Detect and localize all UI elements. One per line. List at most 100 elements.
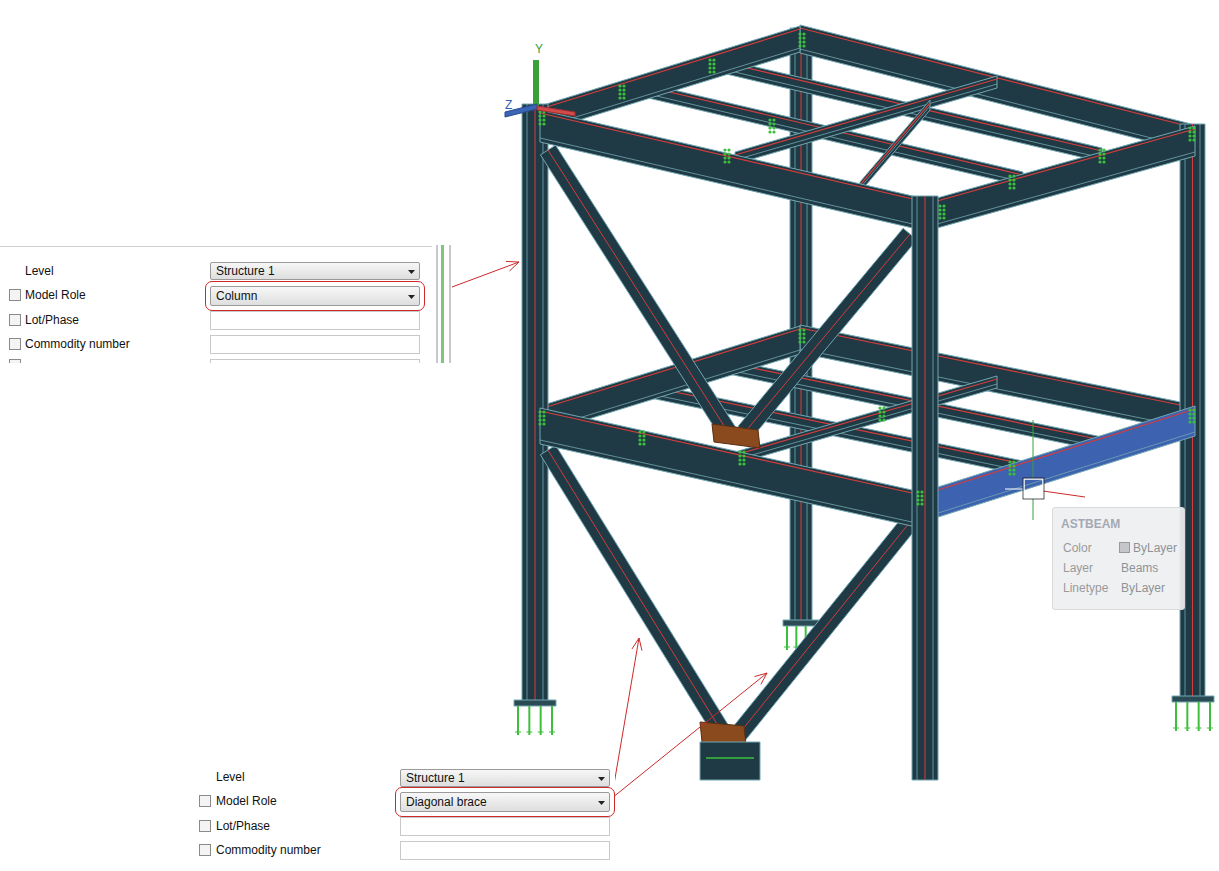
flange-line [543,104,544,702]
bolt [1188,420,1191,423]
leader-arrowhead [506,261,519,263]
tooltip-text: ASTBEAM [1061,517,1120,531]
dropdown-value: Structure 1 [216,264,275,278]
steel-beam [930,126,1195,230]
flange-line [735,84,997,160]
bolt [622,88,625,91]
field-label: Lot/Phase [25,313,79,327]
bolt [942,208,945,211]
bolt [723,160,726,163]
dropdown-box: Structure 1 [400,769,610,787]
bolt [1188,134,1191,137]
field-label: Level [25,264,54,278]
bolt [727,148,730,151]
field-label: Lot/Phase [216,819,270,833]
bolt [642,430,645,433]
bolt [1188,126,1191,129]
steel-beam [735,76,997,164]
checkbox [200,845,211,856]
bolt [916,494,919,497]
flange-line [935,432,1195,514]
bolt [723,156,726,159]
bolt [1192,126,1195,129]
bolt [1008,178,1011,181]
bolt [882,418,885,421]
bolt [772,118,775,121]
frame-group [428,25,1214,798]
bolt [802,40,805,43]
dropdown-arrow [405,263,419,281]
bolt [1102,152,1105,155]
bolt [1098,160,1101,163]
gusset-plate [712,424,760,448]
web-line [745,234,910,432]
bolt [938,208,941,211]
cursor-line [1043,491,1085,497]
tooltip-text: ByLayer [1133,541,1177,555]
bolt [538,410,541,413]
bolt [802,32,805,35]
bolt [798,32,801,35]
scroll-strip [441,245,444,363]
dropdown-box: Column [210,286,420,306]
bolt [638,430,641,433]
bolt [618,96,621,99]
bolt [938,212,941,215]
tooltip-box: ASTBEAMColorByLayerLayerBeamsLinetypeByL… [1052,507,1185,610]
bolt [1008,174,1011,177]
bolt [1188,138,1191,141]
bolt [1188,412,1191,415]
bolt [802,340,805,343]
base-plate [1172,696,1214,702]
flange-line [860,103,930,185]
bolt [1012,468,1015,471]
bolt [1188,416,1191,419]
bolt [538,422,541,425]
checkbox [200,796,211,807]
bolt [1192,138,1195,141]
bolt [708,62,711,65]
bolt [1192,416,1195,419]
bolt [542,418,545,421]
dropdown-box: Structure 1 [210,262,420,280]
diagonal-brace [731,516,917,740]
bolt [642,438,645,441]
bolt [802,44,805,47]
bolt [742,450,745,453]
flange-line [540,29,800,109]
flange-line [540,440,930,526]
bolt [712,66,715,69]
flange-line [860,106,930,188]
bolt [768,122,771,125]
bolt [727,160,730,163]
web-line [548,150,728,432]
field-label: Commodity number [25,337,130,351]
base-plate [783,620,819,626]
steel-beam [860,100,930,192]
steel-beam [540,110,930,232]
bolt [798,44,801,47]
anchor-nut [549,732,555,733]
bolt [618,92,621,95]
bolt [878,410,881,413]
bolt [1192,134,1195,137]
bolt [798,336,801,339]
bolt [708,58,711,61]
bolt [542,410,545,413]
anchor-bolt [517,706,519,735]
anchor-nut [515,732,521,733]
bolt [618,88,621,91]
flange-line [795,28,796,625]
dropdown-value: Structure 1 [406,771,465,785]
bolt [942,204,945,207]
flange-line [930,129,1195,203]
bolt [738,462,741,465]
scroll-strip [436,245,438,363]
bolt [772,122,775,125]
bolt [802,332,805,335]
bolt [1012,460,1015,463]
bolt [878,414,881,417]
dropdown-arrow [408,295,415,299]
bolt [538,418,541,421]
bolt [622,92,625,95]
